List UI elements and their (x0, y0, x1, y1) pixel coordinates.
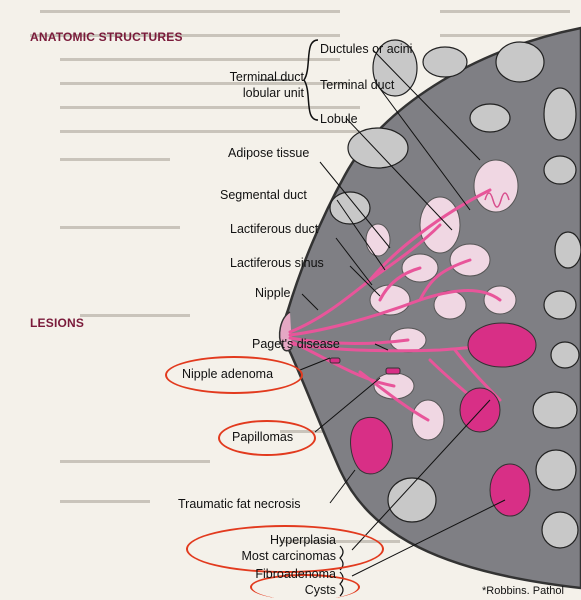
label-terminal-duct: Terminal duct (320, 78, 394, 92)
label-terminal-duct-lobular-unit-2: lobular unit (200, 86, 304, 100)
label-terminal-duct-lobular-unit-1: Terminal duct (200, 70, 304, 84)
label-traumatic-fat-necrosis: Traumatic fat necrosis (178, 497, 301, 511)
label-cysts: Cysts (230, 583, 336, 597)
label-lobule: Lobule (320, 112, 358, 126)
label-segmental-duct: Segmental duct (220, 188, 307, 202)
heading-anatomic-structures: ANATOMIC STRUCTURES (30, 30, 183, 44)
label-hyperplasia: Hyperplasia (200, 533, 336, 547)
label-lactiferous-sinus: Lactiferous sinus (230, 256, 324, 270)
curly-brace (304, 40, 318, 120)
label-papillomas: Papillomas (232, 430, 293, 444)
label-lactiferous-duct: Lactiferous duct (230, 222, 318, 236)
label-nipple-adenoma: Nipple adenoma (182, 367, 273, 381)
heading-lesions: LESIONS (30, 316, 84, 330)
citation: *Robbins. Pathol (482, 585, 564, 597)
label-fibroadenoma: Fibroadenoma (230, 567, 336, 581)
label-nipple: Nipple (255, 286, 290, 300)
label-adipose-tissue: Adipose tissue (228, 146, 309, 160)
label-ductules: Ductules or acini (320, 42, 412, 56)
label-pagets-disease: Paget's disease (252, 337, 340, 351)
label-most-carcinomas: Most carcinomas (200, 549, 336, 563)
